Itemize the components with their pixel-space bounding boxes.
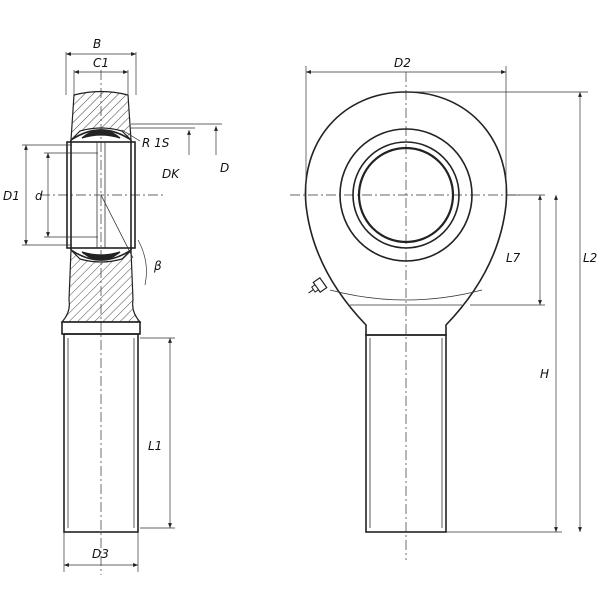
label-B: B <box>93 37 101 51</box>
threaded-shank <box>63 333 139 533</box>
ball-bottom-dark <box>81 251 121 261</box>
label-DK: DK <box>162 167 180 181</box>
inner-ring <box>66 141 136 249</box>
bore-circle <box>357 146 455 244</box>
ball-outer-circle <box>339 128 473 262</box>
label-D2: D2 <box>394 56 411 70</box>
label-L1: L1 <box>148 439 162 453</box>
side-section-view: B C1 R 1S DK D D1 d β L1 <box>3 37 229 575</box>
label-L2: L2 <box>583 251 597 265</box>
eye-neck-inner <box>329 289 483 301</box>
grease-nipple-icon <box>308 276 328 294</box>
dim-beta-arc <box>137 239 147 286</box>
ball-top-dark <box>81 129 121 139</box>
label-R1S: R 1S <box>142 136 170 150</box>
housing-lower-section <box>60 248 142 323</box>
housing-upper-section <box>70 90 132 142</box>
label-C1: C1 <box>93 56 109 70</box>
misalignment-line <box>100 194 134 259</box>
front-view: D2 L7 H L2 <box>290 56 597 560</box>
label-D: D <box>220 161 229 175</box>
label-D1: D1 <box>3 189 20 203</box>
front-threaded-shank <box>365 334 447 533</box>
label-beta: β <box>153 259 162 273</box>
inner-ring-circle <box>352 141 460 249</box>
label-L7: L7 <box>506 251 521 265</box>
label-H: H <box>540 367 549 381</box>
label-d: d <box>35 189 43 203</box>
label-D3: D3 <box>92 547 109 561</box>
